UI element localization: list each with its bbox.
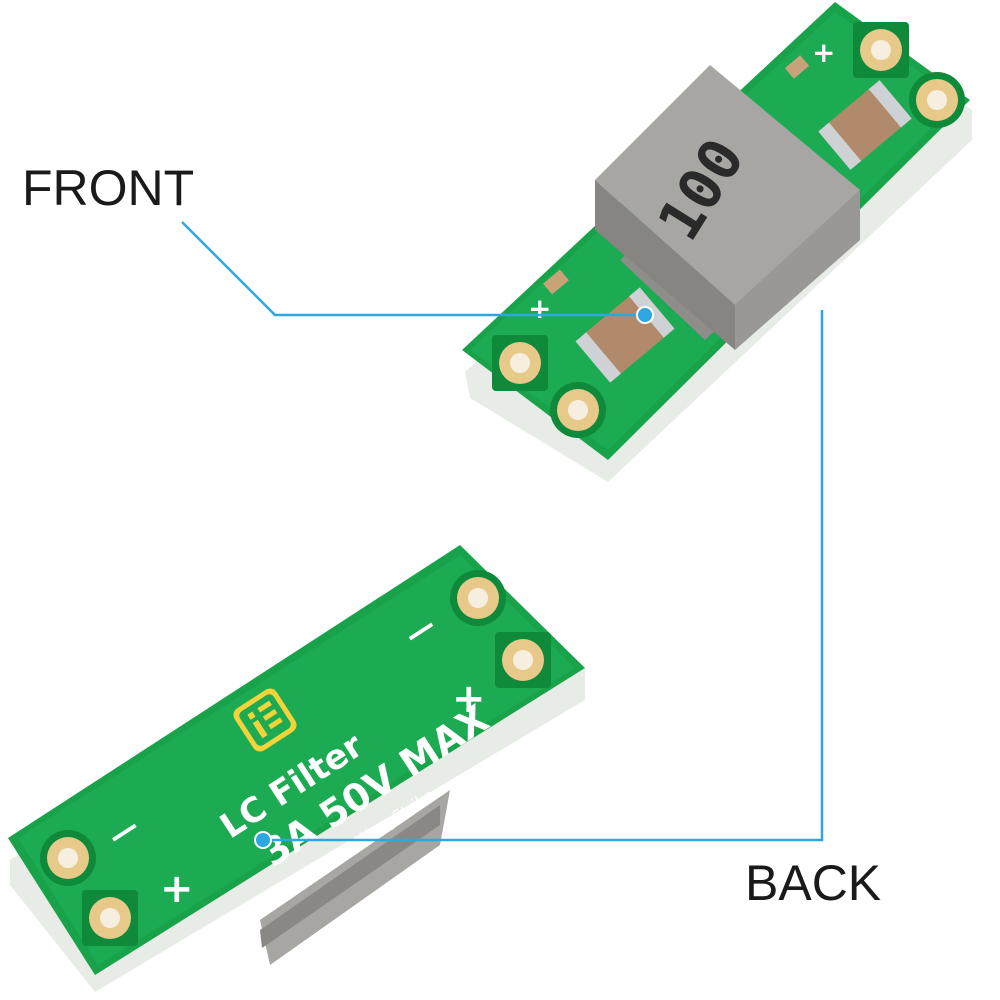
back-label: BACK <box>745 855 881 911</box>
back-leader-line <box>263 310 824 842</box>
smd-resistor <box>543 269 569 295</box>
front-leader-dot <box>636 306 654 324</box>
smd-resistor <box>784 55 810 79</box>
back-leader-dot <box>254 831 272 849</box>
brand-logo <box>233 688 297 752</box>
silk-plus: + <box>452 676 486 722</box>
back-pad <box>450 570 506 626</box>
front-leader-line <box>181 221 645 317</box>
silk-plus: + <box>528 292 551 325</box>
capacitor <box>818 80 912 170</box>
back-callout: BACK <box>254 310 881 911</box>
front-pad <box>550 382 606 438</box>
silk-plus: + <box>812 36 835 69</box>
back-pad <box>82 890 138 946</box>
front-board: 100 + + <box>462 2 972 482</box>
back-pad <box>40 830 96 886</box>
front-label: FRONT <box>22 160 194 216</box>
front-pad <box>853 22 909 78</box>
inductor: 100 <box>595 65 860 350</box>
front-pad <box>492 335 548 391</box>
silk-plus: + <box>160 866 194 912</box>
back-board: LC Filter 3A 50V MAX By:WanyStrike + + —… <box>8 545 585 992</box>
front-callout: FRONT <box>22 160 654 324</box>
front-pad <box>909 72 965 128</box>
back-pad <box>495 632 551 688</box>
